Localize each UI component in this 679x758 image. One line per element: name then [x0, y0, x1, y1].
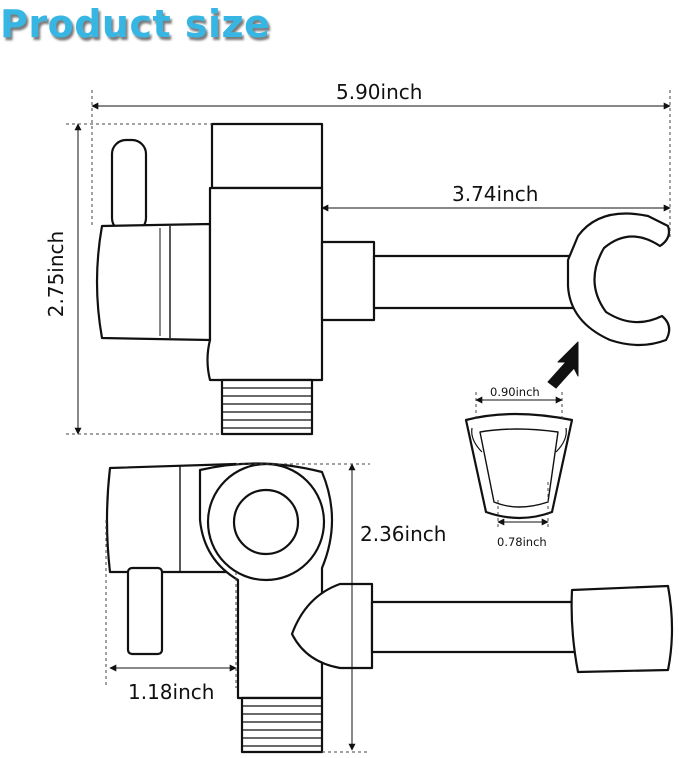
diverter-front-view	[95, 122, 671, 436]
side-thread	[240, 696, 324, 754]
dim-knob-offset: 1.18inch	[128, 680, 215, 704]
top-inlet	[210, 122, 324, 190]
main-body	[206, 186, 324, 382]
dim-clip-inner: 0.78inch	[497, 535, 547, 549]
dim-total-height: 2.75inch	[44, 230, 68, 318]
page-title: Product size	[0, 2, 271, 46]
side-holder	[570, 584, 674, 674]
dim-total-width: 5.90inch	[336, 80, 423, 104]
holder-arm	[372, 254, 576, 310]
inlet-ring-inner	[232, 488, 300, 556]
bottom-thread	[220, 378, 314, 436]
dim-side-height: 2.36inch	[360, 522, 447, 546]
knob-body	[95, 222, 212, 342]
clip-inner	[479, 428, 559, 508]
side-lever	[126, 566, 164, 656]
diverter-side-view	[105, 462, 674, 754]
clip-detail	[464, 412, 574, 520]
pointer-arrow	[547, 341, 579, 389]
lever-handle	[110, 138, 148, 234]
side-connector	[320, 240, 376, 322]
side-arm	[370, 600, 580, 654]
holder-clip	[566, 212, 671, 347]
dim-arm-length: 3.74inch	[452, 182, 539, 206]
dim-clip-outer: 0.90inch	[490, 385, 540, 399]
